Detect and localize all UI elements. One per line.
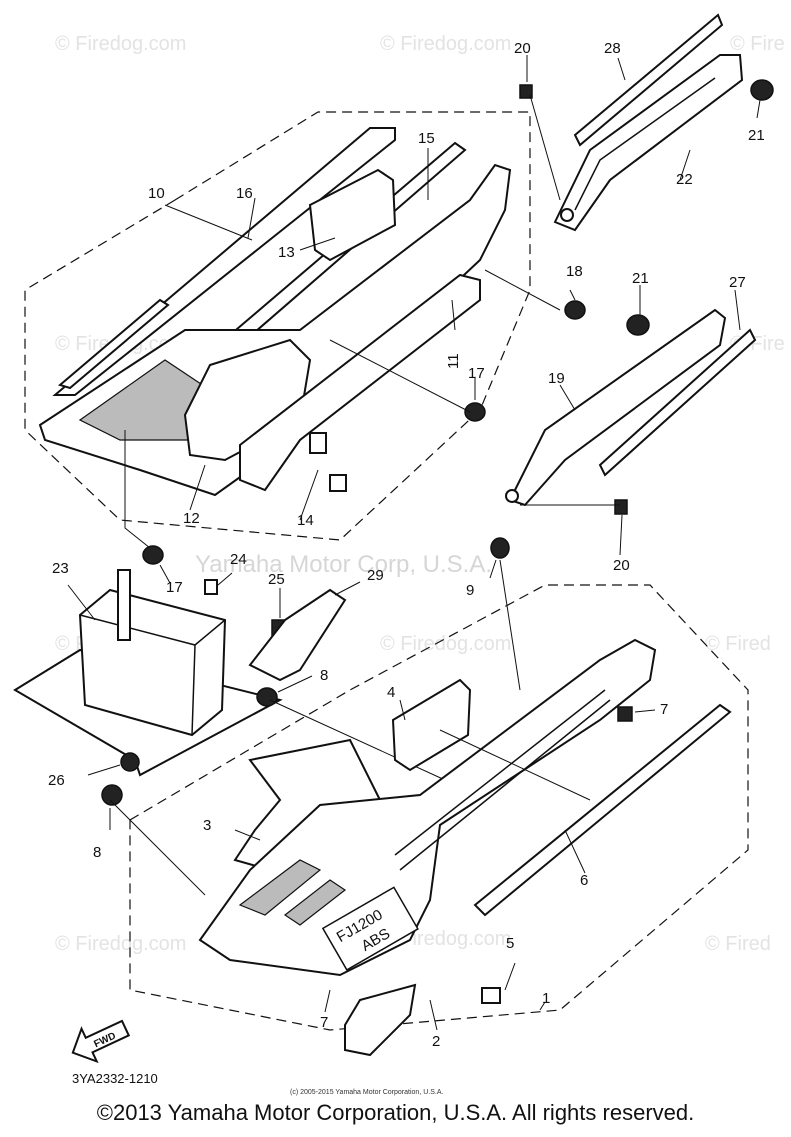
- copyright-notice: ©2013 Yamaha Motor Corporation, U.S.A. A…: [96, 1100, 695, 1125]
- part-19-panel: [508, 308, 727, 507]
- fwd-arrow-shape: [71, 1019, 131, 1064]
- part-26-grommet: [120, 752, 140, 772]
- part-28-stripe: [573, 13, 724, 147]
- callout-17: 17: [166, 579, 183, 596]
- callout-11: 11: [445, 353, 462, 369]
- group-1-outline: [129, 584, 749, 1031]
- leader-lines-right: [520, 55, 761, 556]
- part-23-bracket: [117, 569, 131, 641]
- part-24-clip: [204, 579, 218, 595]
- callout-4: 4: [387, 684, 395, 701]
- callout-17: 17: [468, 365, 485, 382]
- part-29-strap: [248, 588, 347, 682]
- callout-21: 21: [748, 127, 765, 144]
- part-22-mount: [560, 208, 574, 222]
- part-11-cover: [239, 273, 481, 492]
- callout-14: 14: [297, 512, 314, 529]
- part-21-grommet-b: [626, 314, 650, 336]
- callout-3: 3: [203, 817, 211, 834]
- watermark: © Firedog.com: [380, 633, 511, 655]
- fine-print: (c) 2005-2015 Yamaha Motor Corporation, …: [290, 1089, 443, 1096]
- part-5-clip: [481, 987, 501, 1004]
- part-20-bolt: [519, 84, 533, 99]
- callout-9: 9: [466, 582, 474, 599]
- callout-numbers: 1 2 3 4 5 6 7 7 8 8 9 10 11 12 13 14 15 …: [48, 40, 765, 1050]
- callout-12: 12: [183, 510, 200, 527]
- watermark: © Fired: [705, 933, 771, 955]
- callout-16: 16: [236, 185, 253, 202]
- callout-21: 21: [632, 270, 649, 287]
- callout-8: 8: [93, 844, 101, 861]
- callout-26: 26: [48, 772, 65, 789]
- part-18-grommet: [564, 300, 586, 320]
- part-4-emblem: [391, 678, 472, 772]
- part-7-clip: [617, 706, 633, 722]
- part-16-stripe-inner: [57, 298, 170, 390]
- part-19-mount: [505, 489, 519, 503]
- part-1-vent-a: [238, 859, 322, 916]
- callout-2: 2: [432, 1033, 440, 1050]
- watermark: © Firedog.com: [55, 33, 186, 55]
- fwd-arrow: FWD: [71, 1019, 131, 1064]
- callout-10: 10: [148, 185, 165, 202]
- callout-8: 8: [320, 667, 328, 684]
- watermark: © Fire: [730, 33, 785, 55]
- callout-13: 13: [278, 244, 295, 261]
- callout-20: 20: [613, 557, 630, 574]
- part-6-stripe: [473, 703, 732, 917]
- part-22-panel-inner: [574, 77, 716, 211]
- callout-6: 6: [580, 872, 588, 889]
- part-17-grommet: [464, 402, 486, 422]
- callout-29: 29: [367, 567, 384, 584]
- part-17-grommet-b: [142, 545, 164, 565]
- part-13-emblem: [308, 168, 397, 262]
- yamaha-watermark: Yamaha Motor Corp, U.S.A.: [195, 551, 492, 578]
- part-23-box: [78, 588, 227, 737]
- group-10-outline: [24, 111, 531, 541]
- leader-lines-middle: [67, 559, 521, 896]
- callout-7: 7: [660, 701, 668, 718]
- part-27-stripe: [598, 328, 757, 477]
- main-side-cover-assembly: FJ1200 ABS: [198, 638, 732, 1057]
- callout-28: 28: [604, 40, 621, 57]
- callout-18: 18: [566, 263, 583, 280]
- part-14-clip: [309, 432, 327, 454]
- watermark: © Fired: [705, 633, 771, 655]
- part-2-lower-piece: [344, 983, 417, 1057]
- callout-24: 24: [230, 551, 247, 568]
- leader-lines-lower: [234, 699, 656, 1031]
- callout-23: 23: [52, 560, 69, 577]
- part-9-grommet: [490, 537, 510, 559]
- diagram-code: 3YA2332-1210: [72, 1071, 158, 1086]
- watermark: © Firedog.com: [380, 33, 511, 55]
- rear-side-panels: [505, 13, 774, 556]
- leader-lines-upper: [124, 148, 576, 549]
- callout-27: 27: [729, 274, 746, 291]
- part-1-vent-b: [283, 879, 347, 926]
- callout-22: 22: [676, 171, 693, 188]
- part-21-grommet: [750, 79, 774, 101]
- part-8-grommet-b: [101, 784, 123, 806]
- part-22-panel: [553, 54, 744, 232]
- callout-5: 5: [506, 935, 514, 952]
- part-1-cover: [198, 638, 657, 977]
- battery-tray-assembly: [13, 537, 521, 896]
- callout-15: 15: [418, 130, 435, 147]
- part-8-grommet: [256, 687, 278, 707]
- part-14-clip-b: [329, 474, 347, 492]
- callout-19: 19: [548, 370, 565, 387]
- callout-7: 7: [320, 1014, 328, 1031]
- side-cover-assembly: [38, 127, 586, 549]
- part-1-cover-edge: [394, 689, 611, 871]
- callout-1: 1: [542, 990, 550, 1007]
- callout-25: 25: [268, 571, 285, 588]
- watermark: © Firedog.com: [55, 933, 186, 955]
- callout-20: 20: [514, 40, 531, 57]
- part-20-bolt-b: [614, 499, 628, 515]
